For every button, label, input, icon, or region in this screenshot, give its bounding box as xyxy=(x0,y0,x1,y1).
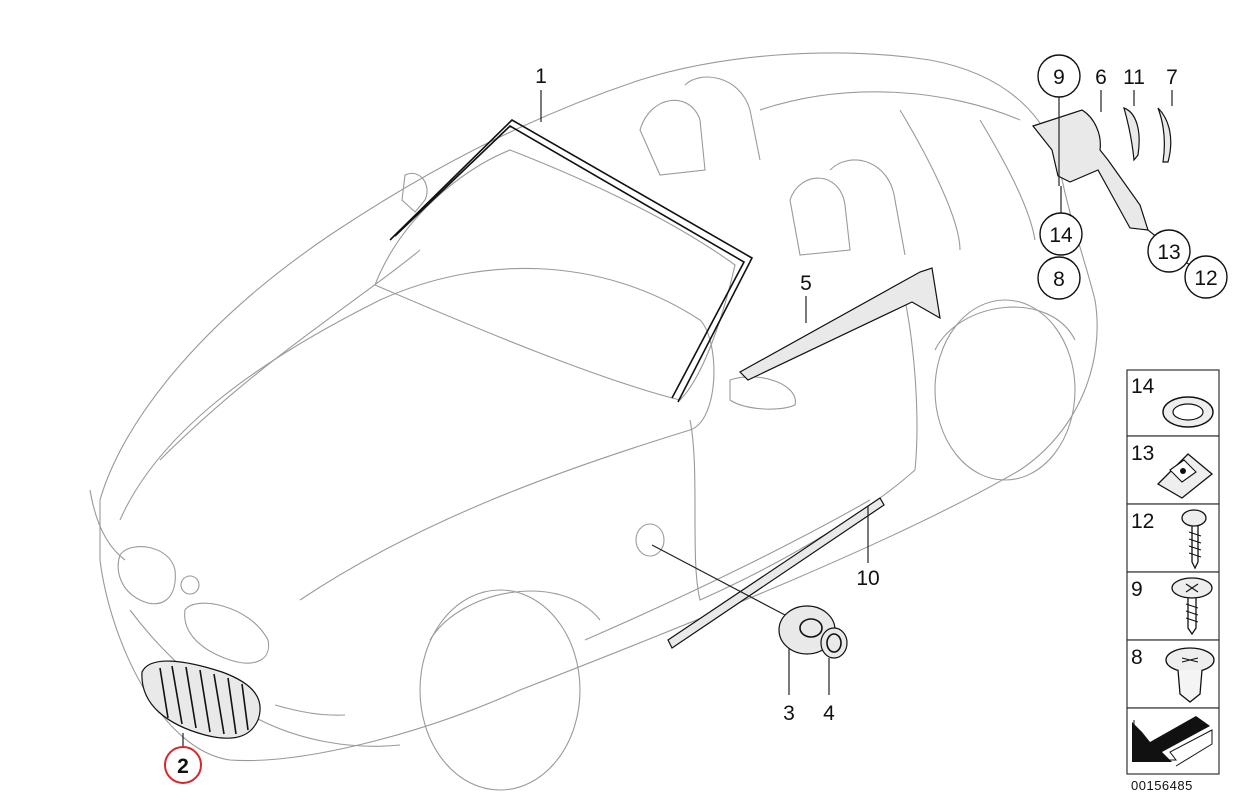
callout-7-label: 7 xyxy=(1166,66,1178,89)
callout-14-label: 14 xyxy=(1049,224,1073,247)
legend-item-14[interactable]: 14 xyxy=(1126,369,1220,437)
callout-2-label: 2 xyxy=(177,755,189,778)
windshield-trim-part[interactable] xyxy=(389,119,754,403)
callout-6[interactable]: 6 xyxy=(1095,66,1107,89)
legend-navigation-box[interactable] xyxy=(1126,707,1220,775)
callout-3-label: 3 xyxy=(783,702,795,725)
callout-2[interactable]: 2 xyxy=(164,746,202,784)
emblem-ring-part[interactable] xyxy=(820,627,848,659)
callout-4-label: 4 xyxy=(823,702,835,725)
callout-7[interactable]: 7 xyxy=(1166,66,1178,89)
callout-12-circle xyxy=(1184,255,1228,299)
legend-item-12[interactable]: 12 xyxy=(1126,503,1220,573)
callout-8-label: 8 xyxy=(1053,268,1065,291)
callout-13-circle xyxy=(1147,229,1191,273)
callout-11[interactable]: 11 xyxy=(1123,66,1145,89)
car-outline xyxy=(89,52,1098,791)
rear-trim-panel-part[interactable] xyxy=(1031,109,1149,231)
callout-3[interactable]: 3 xyxy=(783,702,795,725)
callout-10[interactable]: 10 xyxy=(856,567,879,590)
callout-8[interactable]: 8 xyxy=(1037,256,1081,300)
legend-item-9[interactable]: 9 xyxy=(1126,571,1220,641)
legend-label-12: 12 xyxy=(1131,510,1154,533)
trim-strip-11-part[interactable] xyxy=(1123,107,1140,162)
callout-9-circle xyxy=(1037,54,1081,98)
expanding-rivet-icon xyxy=(1165,647,1215,703)
legend-label-8: 8 xyxy=(1131,646,1143,669)
side-skirt-strip-part[interactable] xyxy=(667,497,885,649)
leader-lines xyxy=(182,90,1197,748)
legend-label-14: 14 xyxy=(1131,375,1155,398)
self-tapping-screw-icon xyxy=(1181,509,1207,570)
callout-9-label: 9 xyxy=(1053,66,1065,89)
callout-12[interactable]: 12 xyxy=(1184,255,1228,299)
callout-14-circle xyxy=(1039,212,1083,256)
trim-strip-7-part[interactable] xyxy=(1157,107,1172,163)
arrow-icon xyxy=(1132,716,1213,767)
kidney-grille-part[interactable] xyxy=(141,660,261,739)
callout-8-circle xyxy=(1037,256,1081,300)
callout-13-label: 13 xyxy=(1157,241,1180,264)
legend-item-8[interactable]: 8 xyxy=(1126,639,1220,709)
fastener-legend: 14 13 12 xyxy=(1126,369,1220,775)
callout-5-label: 5 xyxy=(800,272,812,295)
callout-10-label: 10 xyxy=(856,567,879,590)
washer-icon xyxy=(1162,396,1214,428)
callout-11-label: 11 xyxy=(1123,66,1145,89)
callout-6-label: 6 xyxy=(1095,66,1107,89)
callout-4[interactable]: 4 xyxy=(823,702,835,725)
callout-1-label: 1 xyxy=(535,65,547,88)
callout-13[interactable]: 13 xyxy=(1147,229,1191,273)
legend-label-13: 13 xyxy=(1131,442,1154,465)
flange-screw-icon xyxy=(1171,577,1213,636)
callout-9[interactable]: 9 xyxy=(1037,54,1081,98)
diagram-id-number: 00156485 xyxy=(1131,778,1193,793)
legend-label-9: 9 xyxy=(1131,578,1143,601)
clip-nut-icon xyxy=(1156,453,1214,499)
door-trim-strip-part[interactable] xyxy=(739,267,941,381)
callout-2-highlight-ring xyxy=(164,746,202,784)
callout-1[interactable]: 1 xyxy=(535,65,547,88)
callout-14[interactable]: 14 xyxy=(1039,212,1083,256)
legend-item-13[interactable]: 13 xyxy=(1126,435,1220,505)
callout-12-label: 12 xyxy=(1194,267,1217,290)
callout-5[interactable]: 5 xyxy=(800,272,812,295)
